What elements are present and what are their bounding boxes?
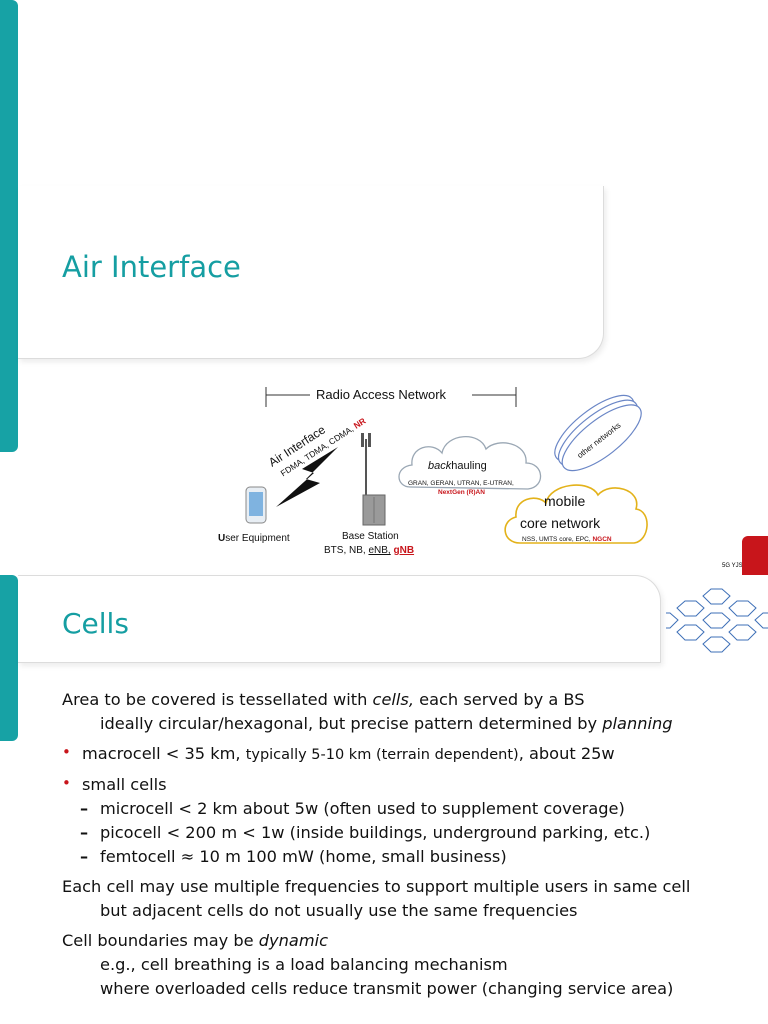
backhaul-cloud [398, 436, 542, 490]
slide-cells: Cells Area to be covered is tessellated … [0, 575, 768, 1024]
user-equipment-label: User Equipment [218, 533, 290, 544]
frequencies-line: Each cell may use multiple frequencies t… [62, 877, 691, 896]
backhaul-nextgen: NextGen (R)AN [438, 489, 485, 496]
title-panel [18, 575, 661, 663]
red-corner-tab [742, 536, 768, 576]
base-station-types: BTS, NB, eNB, gNB [324, 545, 414, 556]
femtocell-item: femtocell ≈ 10 m 100 mW (home, small bus… [62, 845, 752, 869]
title-panel [18, 186, 604, 359]
ran-diagram: Radio Access Network Air Interface FDMA,… [218, 387, 648, 556]
mobile-label: mobile [544, 493, 585, 509]
base-station-icon [361, 433, 386, 526]
slide-air-interface: Air Interface Radio Access Network Air I… [0, 0, 768, 576]
backhauling-label: backhauling [428, 460, 487, 472]
air-interface-labels: Air Interface FDMA, TDMA, CDMA, NR [266, 416, 368, 479]
lightning-icon [276, 447, 338, 507]
microcell-item: microcell < 2 km about 5w (often used to… [62, 797, 752, 821]
phone-icon [245, 486, 267, 524]
cells-body: Area to be covered is tessellated with c… [62, 688, 752, 1001]
core-network-cloud [504, 484, 648, 544]
core-types: NSS, UMTS core, EPC, NGCN [522, 536, 612, 543]
accent-bar [0, 575, 18, 741]
cell-breathing-line: e.g., cell breathing is a load balancing… [100, 955, 508, 974]
other-networks-cloud: other networks [554, 394, 642, 472]
slide-title: Cells [62, 607, 129, 640]
ran-span: Radio Access Network [265, 387, 517, 407]
core-network-label: core network [520, 515, 601, 531]
base-station-label: Base Station [342, 531, 399, 542]
macrocell-bullet: macrocell < 35 km, typically 5-10 km (te… [62, 740, 752, 767]
hexagon-cells-icon [666, 588, 768, 653]
small-cells-bullet: small cells [62, 771, 752, 797]
boundaries-line: Cell boundaries may be dynamic [62, 931, 328, 950]
corner-text: 5G YJS [722, 563, 743, 569]
backhaul-networks: GRAN, GERAN, UTRAN, E-UTRAN, [408, 480, 514, 487]
accent-bar [0, 0, 18, 452]
slide-title: Air Interface [62, 250, 241, 284]
overloaded-cells-line: where overloaded cells reduce transmit p… [100, 979, 674, 998]
tessellation-line: Area to be covered is tessellated with c… [62, 690, 585, 709]
picocell-item: picocell < 200 m < 1w (inside buildings,… [62, 821, 752, 845]
planning-line: ideally circular/hexagonal, but precise … [100, 714, 673, 733]
adjacent-cells-line: but adjacent cells do not usually use th… [100, 901, 578, 920]
ran-label: Radio Access Network [316, 387, 447, 402]
